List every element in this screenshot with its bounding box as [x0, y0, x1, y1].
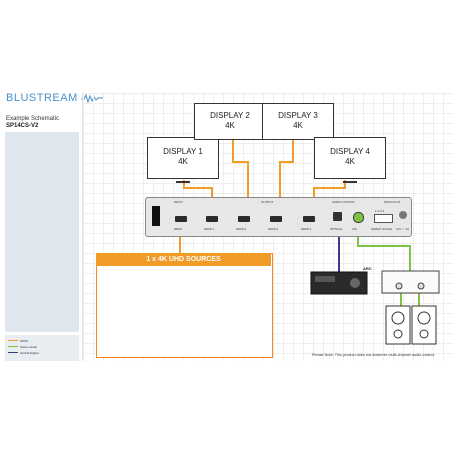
display-4-res: 4K [345, 157, 355, 166]
port-label-lr: L/R [352, 227, 357, 231]
schematic-model: SP14CS-V2 [6, 123, 39, 129]
sources-box [96, 253, 273, 358]
display-1-res: 4K [178, 157, 188, 166]
hdmi-2-port [238, 216, 250, 222]
display-3: DISPLAY 3 4K [262, 103, 334, 140]
schematic-title: Example Schematic [6, 116, 60, 122]
legend-hdmi: HDMI [20, 338, 28, 343]
display-2-name: DISPLAY 2 [210, 111, 250, 120]
port-label-hdmi-4: HDMI 4 [301, 227, 312, 231]
port-label-hdmi-3: HDMI 3 [268, 227, 279, 231]
display-3-name: DISPLAY 3 [278, 111, 318, 120]
hdmi-input-port [175, 216, 187, 222]
port-label-power: 12V ⎓ 1A [396, 227, 410, 231]
dip-numbers: 1 2 3 4 [375, 209, 385, 213]
display-4: DISPLAY 4 4K [314, 137, 386, 183]
power-port [399, 211, 407, 219]
dip-switch [374, 214, 393, 223]
legend: HDMI Stereo Audio Optical Digital [5, 335, 79, 361]
downmix-note: Please Note: This product does not downm… [312, 353, 435, 357]
display-3-res: 4K [293, 121, 303, 130]
model-tag: SP14CS-V2 [384, 200, 401, 204]
port-label-optical: OPTICAL [330, 227, 343, 231]
legend-stereo: Stereo Audio [20, 344, 38, 349]
hdmi-1-port [206, 216, 218, 222]
hdmi-3-port [270, 216, 282, 222]
display-2-res: 4K [225, 121, 235, 130]
port-label-hdmi: HDMI [174, 227, 182, 231]
sidebar-panel [5, 132, 79, 332]
optical-port [333, 212, 342, 221]
audio-output-label: AUDIO OUTPUT [332, 200, 355, 204]
display-1-name: DISPLAY 1 [163, 147, 203, 156]
hdmi-logo [152, 206, 160, 226]
display-4-name: DISPLAY 4 [330, 147, 370, 156]
display-2: DISPLAY 2 4K [194, 103, 266, 140]
display-1: DISPLAY 1 4K [147, 137, 219, 183]
output-label: OUTPUT [261, 200, 274, 204]
input-label: INPUT [174, 200, 183, 204]
sources-title: 1 x 4K UHD SOURCES [96, 253, 271, 266]
lr-port [353, 212, 364, 223]
arc-label: ARC [363, 266, 372, 271]
amplifier [381, 270, 440, 294]
port-label-hdmi-1: HDMI 1 [204, 227, 215, 231]
speakers [385, 305, 437, 345]
port-label-smart-scale: SMART SCALE [371, 227, 393, 231]
sp14cs-device: INPUT OUTPUT AUDIO OUTPUT SP14CS-V2 1 2 … [145, 197, 412, 237]
hdmi-4-port [303, 216, 315, 222]
port-label-hdmi-2: HDMI 2 [236, 227, 247, 231]
legend-optical: Optical Digital [20, 350, 39, 355]
